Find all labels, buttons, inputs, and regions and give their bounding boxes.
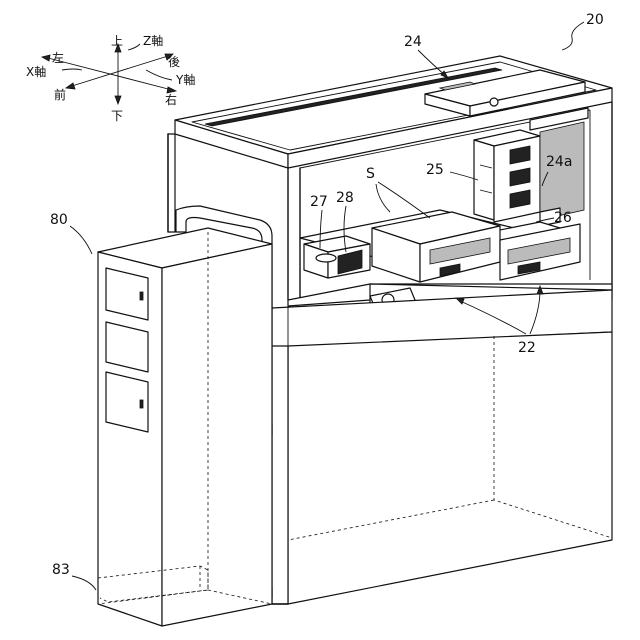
ref-label-26: 26: [554, 210, 572, 226]
ref-label-80: 80: [50, 212, 68, 228]
control-cabinet-side: [162, 244, 272, 626]
ref-label-27: 27: [310, 194, 328, 210]
z-axis-leader: [128, 44, 140, 50]
x-axis-leader: [62, 69, 82, 70]
z-head-rail: [540, 122, 584, 220]
ref-label-24a: 24a: [546, 154, 572, 170]
ref-label-S: S: [366, 166, 375, 182]
y-axis-leader: [146, 70, 172, 80]
axis-back-label: 後: [168, 55, 180, 69]
ref-label-28: 28: [336, 190, 354, 206]
ref-label-20: 20: [586, 12, 604, 28]
ref-label-83: 83: [52, 562, 70, 578]
left-arrow-icon: [42, 55, 50, 61]
ref-80-leader: [70, 226, 92, 254]
axis-front-label: 前: [54, 87, 66, 102]
axis-up-label: 上: [111, 34, 123, 48]
ref-20-leader: [562, 22, 584, 50]
door-3-handle-icon[interactable]: [140, 400, 143, 408]
door-1-handle-icon[interactable]: [140, 292, 143, 300]
axis-left-label: 左: [52, 50, 64, 65]
down-arrow-icon: [115, 96, 121, 104]
left-side-panel: [168, 134, 175, 232]
ref-S-leader-2: [378, 182, 430, 218]
axis-x-label: X軸: [26, 65, 46, 79]
axis-indicator: 上 Z軸 左 後 X軸 Y軸 前 右 下: [26, 34, 195, 123]
axis-y-label: Y軸: [175, 73, 195, 87]
axis-down-label: 下: [111, 109, 123, 123]
ref-label-22: 22: [518, 340, 536, 356]
lower-cabinet-front: [288, 332, 612, 604]
lower-cabinet-left-panel: [272, 346, 288, 604]
axis-z-label: Z軸: [143, 34, 163, 48]
front-arrow-icon: [66, 83, 75, 89]
ref-label-24: 24: [404, 34, 422, 50]
y-axis-line: [72, 56, 168, 86]
axis-right-label: 右: [165, 92, 177, 107]
ref-83-leader: [72, 576, 96, 590]
ref-label-25: 25: [426, 162, 444, 178]
gantry-hole: [490, 98, 498, 106]
control-cabinet: [98, 228, 272, 626]
unit-27-dish: [316, 254, 336, 262]
